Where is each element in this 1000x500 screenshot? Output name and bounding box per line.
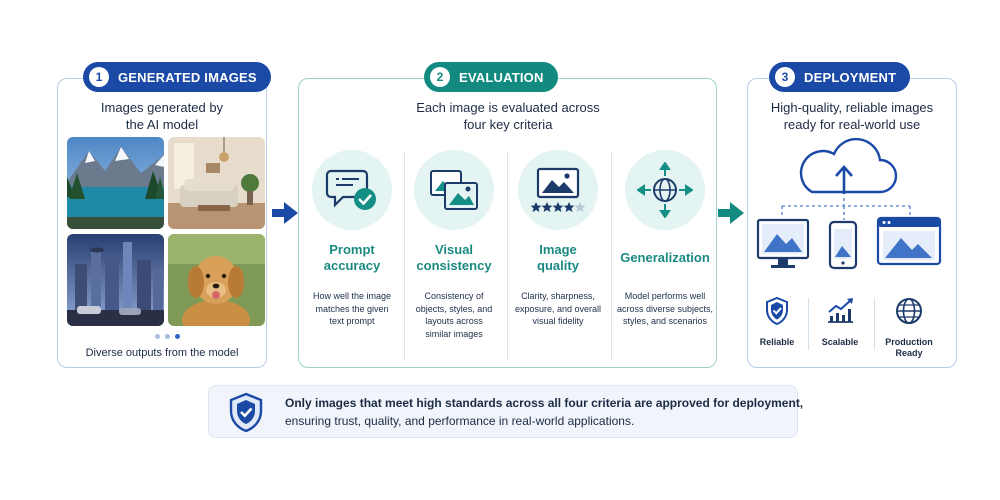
flow-arrow-1-icon: [272, 202, 298, 224]
living-room-photo: [168, 137, 265, 229]
stage-3-caption: High-quality, reliable images ready for …: [770, 100, 934, 132]
benefit-divider: [808, 298, 809, 350]
image-rating-icon: [530, 167, 586, 212]
stage-2-pill: 2 EVALUATION: [424, 62, 558, 92]
criterion-visual-consistency: Visual consistency Consistency of object…: [403, 150, 505, 340]
chat-check-icon: [325, 169, 376, 210]
stage-2-title: EVALUATION: [459, 69, 544, 85]
stage-3-number: 3: [775, 67, 795, 87]
approval-banner: Only images that meet high standards acr…: [208, 385, 803, 438]
criterion-description: How well the image matches the given tex…: [312, 291, 392, 326]
cloud-upload-icon: [799, 138, 898, 194]
criterion-description: Clarity, sharpness, exposure, and overal…: [514, 291, 602, 326]
stage-3-pill: 3 DEPLOYMENT: [769, 62, 911, 92]
stage-1-number: 1: [89, 67, 109, 87]
shield-check-icon: [766, 296, 788, 326]
criterion-title: Generalization: [620, 250, 710, 265]
criterion-image-quality: Image quality Clarity, sharpness, exposu…: [507, 150, 609, 328]
carousel-dots[interactable]: [155, 334, 180, 339]
globe-icon: [896, 298, 922, 324]
benefit-production-ready: Production Ready: [874, 296, 944, 359]
stage-2-number: 2: [430, 67, 450, 87]
futuristic-city-photo: [67, 234, 164, 326]
monitor-icon: [756, 218, 810, 268]
stage-2-caption: Each image is evaluated across four key …: [416, 100, 600, 132]
shield-check-icon: [229, 392, 263, 433]
criterion-description: Model performs well across diverse subje…: [616, 291, 714, 326]
benefit-label: Reliable: [759, 337, 795, 347]
benefit-divider: [874, 298, 875, 350]
banner-subtext: ensuring trust, quality, and performance…: [285, 414, 635, 428]
criterion-title: Prompt accuracy: [323, 242, 381, 273]
banner-headline: Only images that meet high standards acr…: [285, 396, 804, 410]
phone-icon: [828, 220, 858, 270]
browser-window-icon: [876, 216, 942, 266]
carousel-dot[interactable]: [155, 334, 160, 339]
golden-retriever-photo: [168, 234, 265, 326]
criterion-title: Visual consistency: [416, 242, 492, 273]
criterion-description: Consistency of objects, styles, and layo…: [415, 291, 493, 339]
flow-arrow-2-icon: [718, 202, 744, 224]
benefit-reliable: Reliable: [742, 296, 812, 348]
image-stack-icon: [430, 170, 478, 210]
benefit-label: Scalable: [821, 337, 859, 347]
carousel-dot[interactable]: [165, 334, 170, 339]
mountain-lake-photo: [67, 137, 164, 229]
generated-images-footer: Diverse outputs from the model: [85, 347, 239, 359]
stage-1-title: GENERATED IMAGES: [118, 69, 257, 85]
benefit-label: Production Ready: [885, 337, 933, 358]
carousel-dot-active[interactable]: [175, 334, 180, 339]
growth-chart-icon: [828, 298, 853, 323]
criterion-prompt-accuracy: Prompt accuracy How well the image match…: [301, 150, 403, 328]
criteria-divider: [404, 152, 405, 360]
globe-arrows-icon: [637, 162, 693, 218]
criteria-divider: [611, 152, 612, 360]
stage-1-pill: 1 GENERATED IMAGES: [83, 62, 271, 92]
criterion-generalization: Generalization Model performs well acros…: [613, 150, 717, 328]
criterion-title: Image quality: [537, 242, 579, 273]
criteria-divider: [507, 152, 508, 360]
stage-1-caption: Images generated by the AI model: [100, 100, 224, 132]
benefit-scalable: Scalable: [805, 296, 875, 348]
deployment-illustration: [756, 138, 942, 270]
stage-3-title: DEPLOYMENT: [804, 69, 897, 85]
